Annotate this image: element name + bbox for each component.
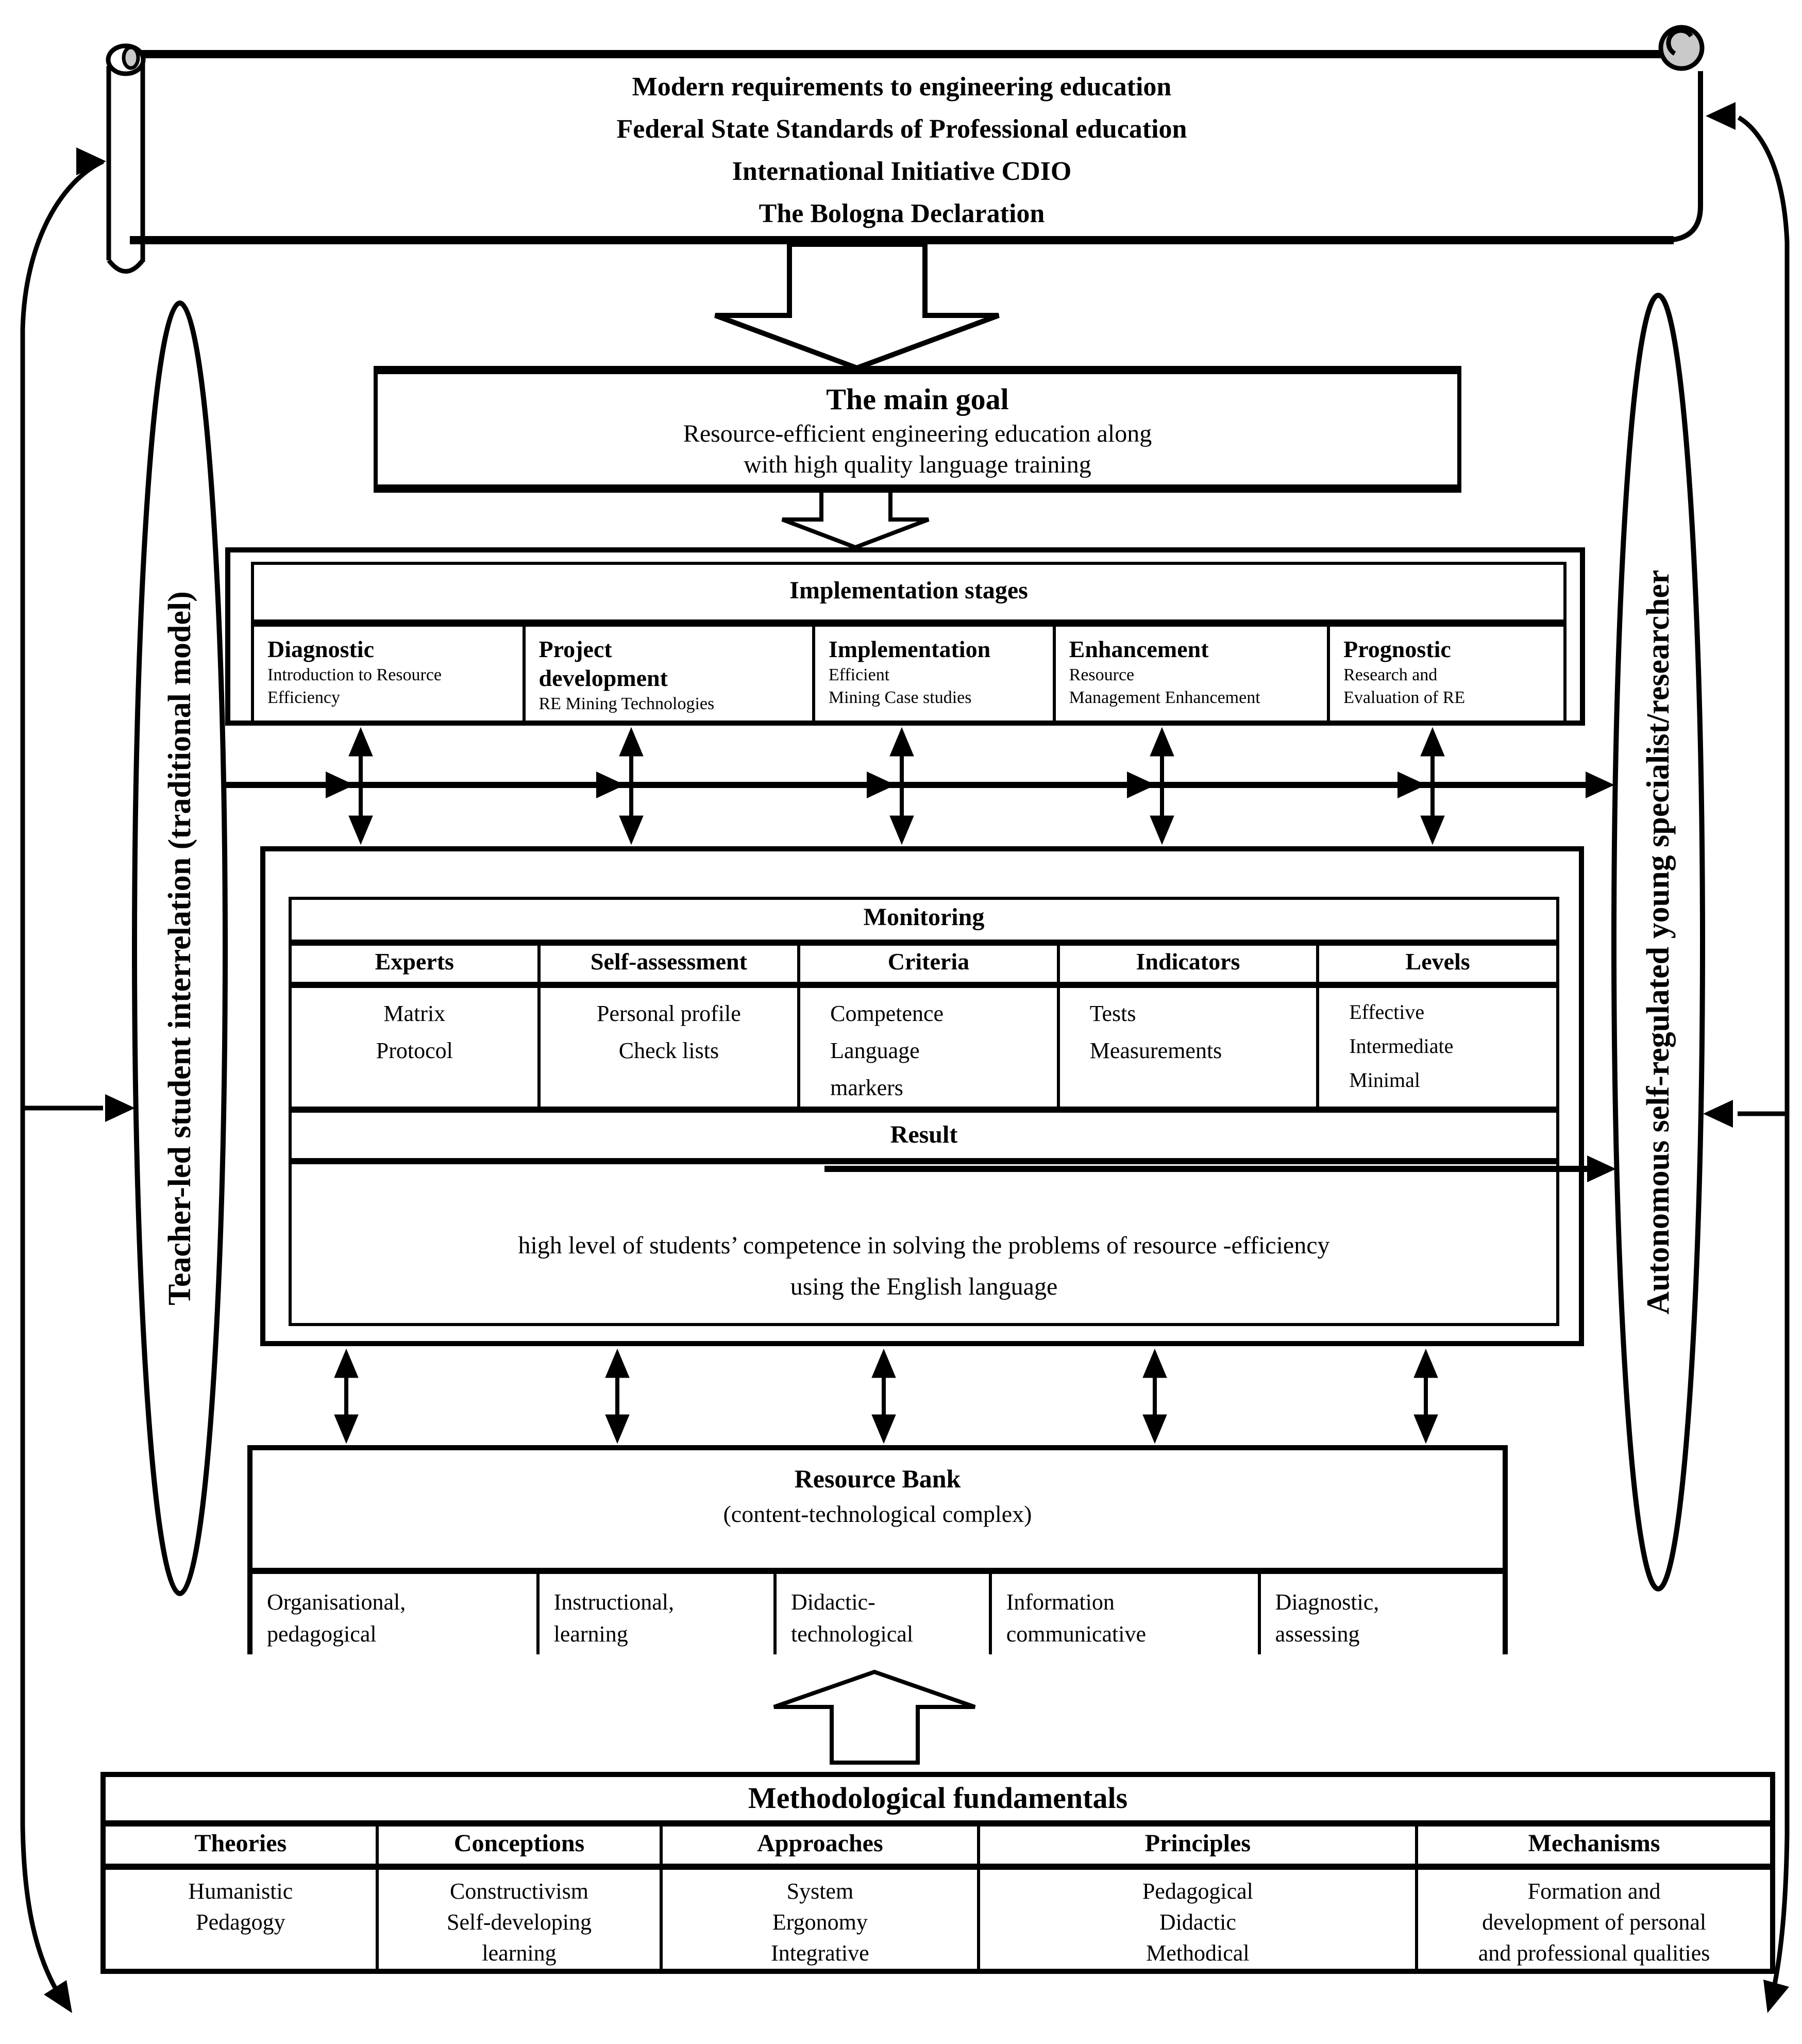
methodology-col-theories: Theories: [106, 1826, 379, 1864]
stage-desc: Introduction to Resource Efficiency: [267, 665, 442, 707]
outer-left-feedback-arrow: [20, 147, 135, 2013]
monitoring-title: Monitoring: [292, 900, 1556, 946]
methodology-col-principles: Principles: [980, 1826, 1419, 1864]
methodology-cell-principles: Pedagogical Didactic Methodical: [980, 1870, 1419, 1969]
outer-right-feedback-arrow: [1703, 102, 1790, 2013]
monitoring-content-row: Matrix Protocol Personal profile Check l…: [292, 988, 1556, 1113]
right-capsule-label: Autonomous self-regulated young speciali…: [1641, 569, 1676, 1315]
stage-desc: Research and Evaluation of RE: [1343, 665, 1466, 707]
monitoring-cell-levels: Effective Intermediate Minimal: [1349, 1000, 1454, 1092]
monitoring-outer-box: [260, 846, 1584, 1346]
monitoring-cell-self-assessment: Personal profile Check lists: [541, 988, 801, 1107]
implementation-stages-title: Implementation stages: [254, 565, 1563, 627]
stage-cell-project-development: Project development RE Mining Technologi…: [526, 627, 815, 721]
stage-cell-enhancement: Enhancement Resource Management Enhancem…: [1056, 627, 1331, 721]
methodology-header-row: Theories Conceptions Approaches Principl…: [106, 1826, 1770, 1870]
monitoring-col-indicators: Indicators: [1060, 946, 1320, 982]
main-goal-title: The main goal: [826, 382, 1009, 416]
bank-cell-information: Information communicative: [992, 1574, 1261, 1654]
stage-desc: Resource Management Enhancement: [1069, 665, 1260, 707]
bank-cell-didactic: Didactic- technological: [777, 1574, 992, 1654]
block-arrow-methodology-to-bank: [773, 1669, 976, 1765]
bank-cell-organisational: Organisational, pedagogical: [252, 1574, 540, 1654]
right-capsule-shape: [1611, 293, 1705, 1591]
main-goal-box: The main goal Resource-efficient enginee…: [374, 366, 1461, 493]
methodology-cell-theories: Humanistic Pedagogy: [106, 1870, 379, 1969]
monitoring-table: Monitoring Experts Self-assessment Crite…: [289, 897, 1559, 1326]
stage-cell-prognostic: Prognostic Research and Evaluation of RE: [1330, 627, 1563, 721]
scroll-left-roll: [106, 43, 146, 274]
methodology-cell-mechanisms: Formation and development of personal an…: [1478, 1879, 1710, 1966]
scroll-right-roll: [1658, 25, 1705, 71]
monitoring-col-experts: Experts: [292, 946, 541, 982]
methodology-content-row: Humanistic Pedagogy Constructivism Self-…: [106, 1870, 1770, 1969]
bank-cell-diagnostic: Diagnostic, assessing: [1275, 1589, 1379, 1647]
left-capsule-label: Teacher-led student interrelation (tradi…: [162, 591, 197, 1305]
monitoring-col-self-assessment: Self-assessment: [541, 946, 801, 982]
implementation-stages-row: Diagnostic Introduction to Resource Effi…: [254, 627, 1563, 721]
stages-flow-line: [225, 772, 1614, 798]
methodology-cell-approaches: System Ergonomy Integrative: [663, 1870, 981, 1969]
monitoring-header-row: Experts Self-assessment Criteria Indicat…: [292, 946, 1556, 988]
stage-title: Prognostic: [1343, 636, 1451, 662]
resource-bank-row: Organisational, pedagogical Instructiona…: [252, 1574, 1503, 1654]
monitoring-col-criteria: Criteria: [800, 946, 1060, 982]
resource-bank-header: Resource Bank (content-technological com…: [252, 1450, 1503, 1574]
methodology-col-approaches: Approaches: [663, 1826, 981, 1864]
stage-cell-implementation: Implementation Efficient Mining Case stu…: [815, 627, 1056, 721]
methodology-title: Methodological fundamentals: [106, 1777, 1770, 1827]
stage-desc: Efficient Mining Case studies: [828, 665, 972, 707]
methodology-col-mechanisms: Mechanisms: [1528, 1829, 1660, 1857]
main-goal-text: Resource-efficient engineering education…: [683, 420, 1152, 478]
methodology-col-conceptions: Conceptions: [379, 1826, 663, 1864]
stage-title: Project development: [538, 636, 668, 691]
result-title: Result: [292, 1113, 1556, 1164]
implementation-stages-outer-box: [225, 547, 1585, 726]
result-arrow: [824, 1155, 1616, 1182]
monitoring-bank-double-arrows: [334, 1348, 1438, 1444]
banner-requirements-text: Modern requirements to engineering educa…: [616, 72, 1187, 228]
monitoring-cell-experts: Matrix Protocol: [292, 988, 541, 1107]
monitoring-cell-indicators: Tests Measurements: [1060, 988, 1320, 1107]
methodology-box: Methodological fundamentals Theories Con…: [100, 1772, 1775, 1974]
block-arrow-banner-to-goal: [714, 242, 1000, 371]
monitoring-cell-criteria: Competence Language markers: [800, 988, 1060, 1107]
implementation-stages-table: Implementation stages Diagnostic Introdu…: [251, 562, 1567, 721]
stage-cell-diagnostic: Diagnostic Introduction to Resource Effi…: [254, 627, 526, 721]
scroll-banner-shape: [106, 25, 1705, 274]
monitoring-col-levels: Levels: [1405, 948, 1470, 975]
resource-bank-subtitle: (content-technological complex): [723, 1501, 1032, 1527]
methodology-cell-conceptions: Constructivism Self-developing learning: [379, 1870, 663, 1969]
stage-title: Enhancement: [1069, 636, 1209, 662]
bank-cell-instructional: Instructional, learning: [540, 1574, 777, 1654]
stage-title: Implementation: [828, 636, 991, 662]
result-text: high level of students’ competence in so…: [518, 1232, 1330, 1300]
stage-title: Diagnostic: [267, 636, 374, 662]
resource-bank-title: Resource Bank: [794, 1464, 961, 1493]
left-capsule-shape: [132, 300, 228, 1596]
resource-bank-box: Resource Bank (content-technological com…: [247, 1445, 1508, 1654]
stage-desc: RE Mining Technologies: [538, 694, 715, 713]
block-arrow-goal-to-stages: [781, 489, 930, 550]
